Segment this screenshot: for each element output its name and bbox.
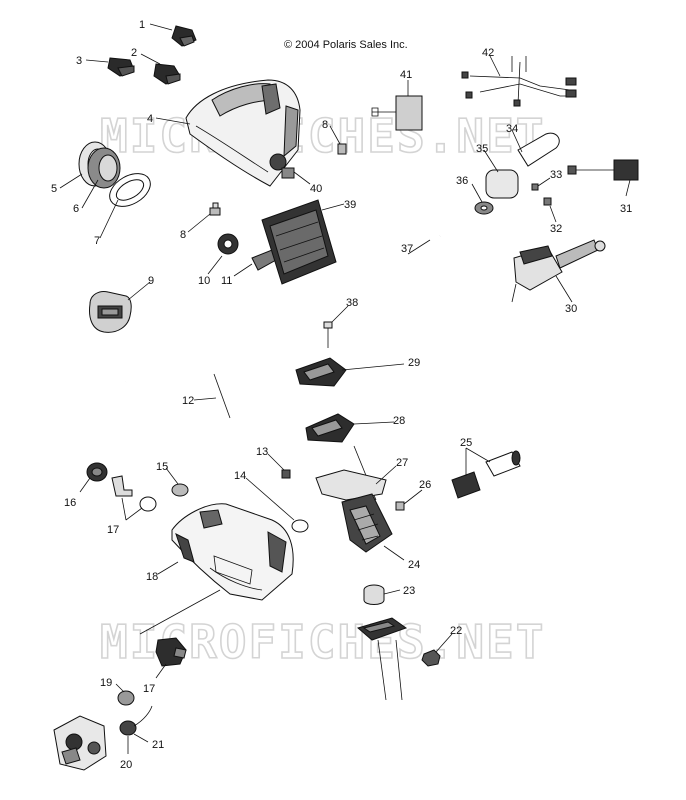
part-33 bbox=[531, 183, 539, 191]
part-17b-switch bbox=[155, 637, 187, 667]
callout-8a: 8 bbox=[322, 119, 328, 131]
part-nut-36 bbox=[474, 201, 494, 215]
part-bolt-38 bbox=[323, 321, 333, 348]
part-gasket-7 bbox=[109, 173, 151, 207]
callout-26: 26 bbox=[419, 479, 431, 491]
callout-6: 6 bbox=[73, 203, 79, 215]
part-bushing-23 bbox=[363, 584, 385, 605]
part-screw-8b bbox=[209, 202, 221, 216]
callout-42: 42 bbox=[482, 47, 494, 59]
part-grip-25b bbox=[485, 450, 521, 477]
part-master-cylinder-30 bbox=[511, 239, 606, 303]
part-socket-40 bbox=[269, 153, 295, 179]
part-32 bbox=[543, 197, 552, 206]
part-nut-13 bbox=[281, 469, 291, 479]
callout-31: 31 bbox=[620, 203, 632, 215]
part-handlebar-37 bbox=[125, 232, 442, 418]
part-nut-22 bbox=[421, 649, 441, 667]
part-module-41 bbox=[371, 95, 423, 131]
callout-4: 4 bbox=[147, 113, 153, 125]
callout-8b: 8 bbox=[180, 229, 186, 241]
callout-33: 33 bbox=[550, 169, 562, 181]
callout-22: 22 bbox=[450, 625, 462, 637]
callout-7: 7 bbox=[94, 235, 100, 247]
callout-labels: 1 2 3 4 5 6 7 8 8 9 10 11 12 13 14 15 16… bbox=[51, 19, 632, 771]
part-heater-31 bbox=[567, 159, 639, 181]
callout-19: 19 bbox=[100, 677, 112, 689]
part-16 bbox=[86, 462, 108, 482]
callout-17b: 17 bbox=[143, 683, 155, 695]
callout-9: 9 bbox=[148, 275, 154, 287]
callout-2: 2 bbox=[131, 47, 137, 59]
part-ring-6 bbox=[87, 147, 121, 189]
callout-16: 16 bbox=[64, 497, 76, 509]
part-switch-1 bbox=[171, 25, 197, 47]
callout-23: 23 bbox=[403, 585, 415, 597]
callout-41: 41 bbox=[400, 69, 412, 81]
callout-18: 18 bbox=[146, 571, 158, 583]
part-screw-8a bbox=[337, 143, 347, 155]
watermark-top: MICROFICHES.NET bbox=[100, 109, 545, 163]
callout-32: 32 bbox=[550, 223, 562, 235]
part-screw-26 bbox=[395, 501, 405, 511]
callout-29: 29 bbox=[408, 357, 420, 369]
callout-36: 36 bbox=[456, 175, 468, 187]
callout-5: 5 bbox=[51, 183, 57, 195]
callout-12: 12 bbox=[182, 395, 194, 407]
part-switch-2 bbox=[153, 63, 181, 85]
callout-25: 25 bbox=[460, 437, 472, 449]
part-gear-10 bbox=[217, 233, 239, 255]
part-indicator-9 bbox=[89, 291, 132, 333]
part-oring-14 bbox=[291, 519, 309, 533]
callout-39: 39 bbox=[344, 199, 356, 211]
callout-28: 28 bbox=[393, 415, 405, 427]
callout-27: 27 bbox=[396, 457, 408, 469]
part-grip-34 bbox=[517, 132, 560, 167]
part-17a-bracket bbox=[111, 475, 157, 512]
part-clamp-29 bbox=[295, 357, 347, 387]
part-switch-3 bbox=[107, 57, 135, 77]
part-caliper bbox=[53, 715, 107, 771]
callout-38: 38 bbox=[346, 297, 358, 309]
part-steering-post bbox=[353, 445, 408, 701]
part-19 bbox=[117, 690, 135, 706]
callout-13: 13 bbox=[256, 446, 268, 458]
part-grip-25a bbox=[451, 471, 481, 499]
part-20 bbox=[119, 720, 137, 736]
callout-14: 14 bbox=[234, 470, 246, 482]
callout-21: 21 bbox=[152, 739, 164, 751]
callout-10: 10 bbox=[198, 275, 210, 287]
callout-11: 11 bbox=[221, 275, 232, 287]
callout-17a: 17 bbox=[107, 524, 119, 536]
part-bolt-12 bbox=[213, 373, 231, 419]
callout-15: 15 bbox=[156, 461, 168, 473]
part-bracket-27 bbox=[315, 469, 387, 501]
callout-20: 20 bbox=[120, 759, 132, 771]
part-21 bbox=[133, 705, 153, 727]
part-clamp-28 bbox=[305, 413, 355, 443]
callout-3: 3 bbox=[76, 55, 82, 67]
leader-lines bbox=[59, 23, 631, 754]
callout-34: 34 bbox=[506, 123, 518, 135]
part-15 bbox=[171, 483, 189, 497]
part-lower-cover-18 bbox=[171, 503, 294, 601]
callout-1: 1 bbox=[139, 19, 145, 31]
part-harness-42 bbox=[461, 56, 577, 107]
callout-40: 40 bbox=[310, 183, 322, 195]
copyright-text: © 2004 Polaris Sales Inc. bbox=[284, 39, 408, 51]
callout-35: 35 bbox=[476, 143, 488, 155]
callout-37: 37 bbox=[401, 243, 413, 255]
part-headlight-39 bbox=[261, 199, 337, 285]
callout-30: 30 bbox=[565, 303, 577, 315]
part-throttle-35 bbox=[485, 169, 519, 199]
part-steering-block-24 bbox=[341, 493, 393, 553]
callout-24: 24 bbox=[408, 559, 420, 571]
